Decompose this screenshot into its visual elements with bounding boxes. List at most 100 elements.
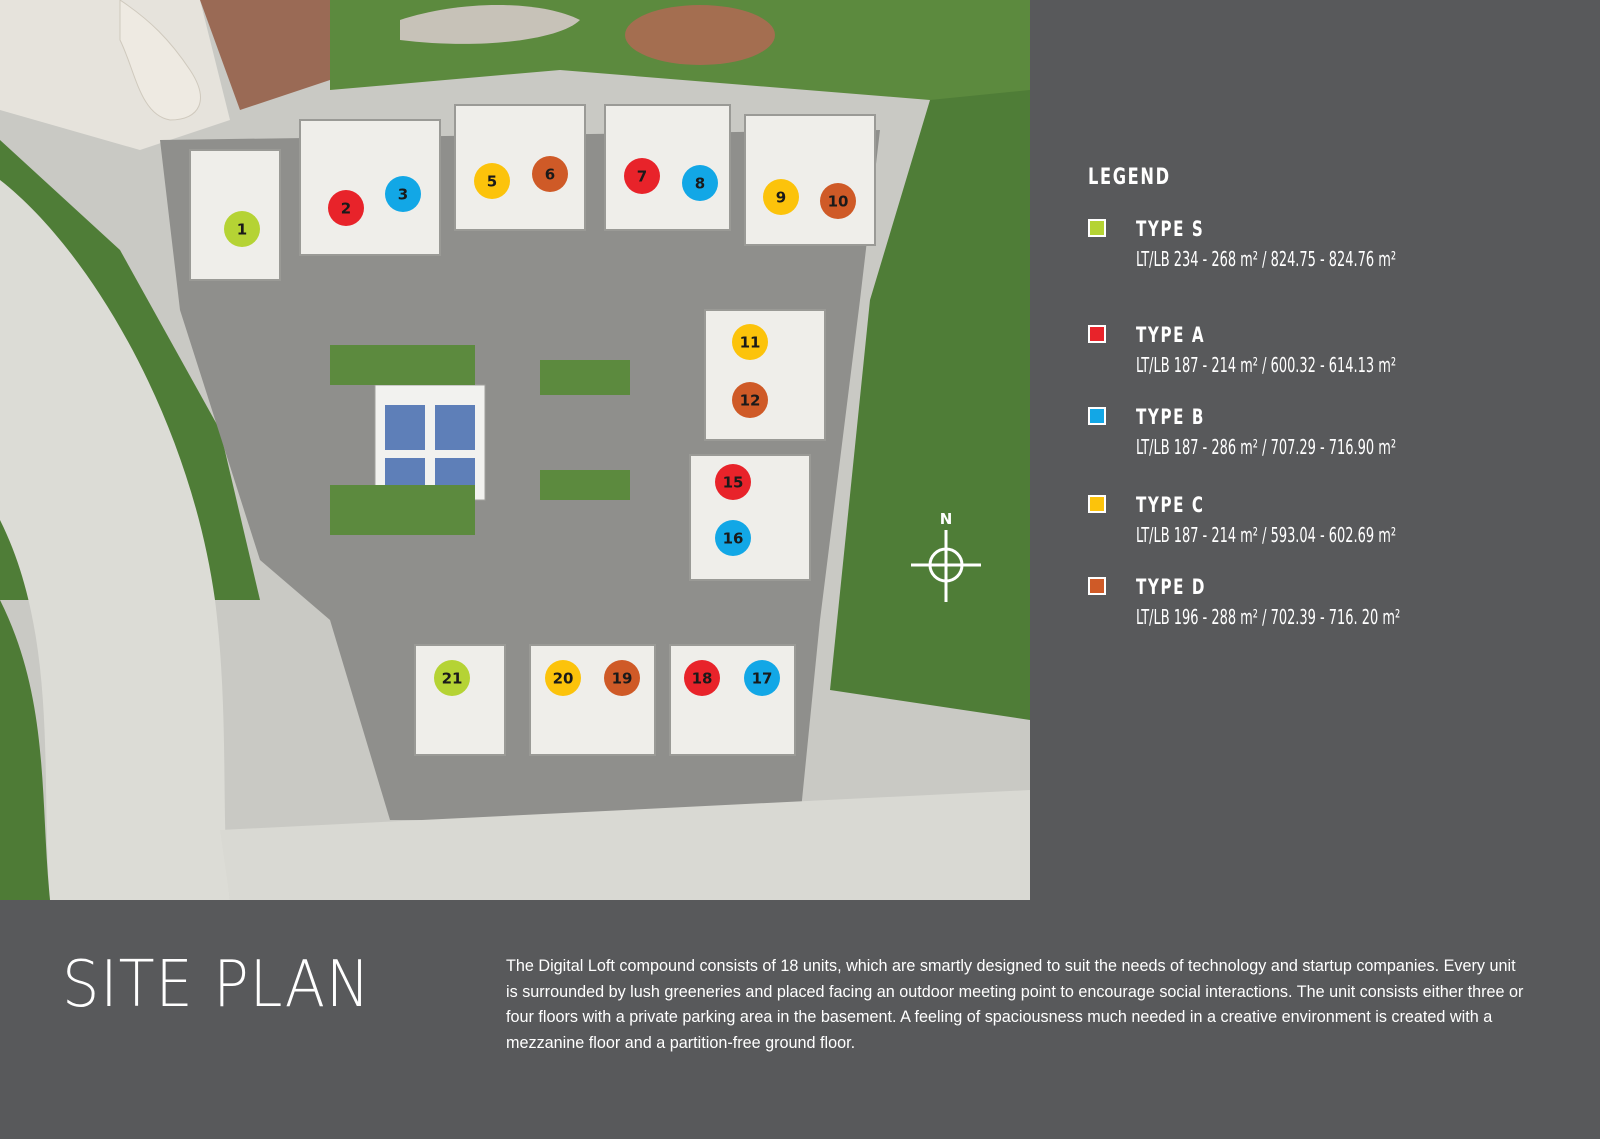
unit-marker: 17 (744, 660, 780, 696)
unit-marker-circle (732, 382, 768, 418)
unit-number-label: 11 (740, 334, 761, 352)
type-a-name: TYPE A (1136, 323, 1206, 347)
unit-marker: 2 (328, 190, 364, 226)
unit-block (689, 454, 811, 581)
type-c-area: LT/LB 187 - 214 m² / 593.04 - 602.69 m² (1136, 523, 1397, 547)
unit-marker-circle (715, 464, 751, 500)
unit-marker: 5 (474, 163, 510, 199)
solar-panel (385, 458, 425, 490)
unit-number-label: 1 (237, 221, 247, 239)
unit-number-label: 16 (723, 530, 744, 548)
unit-marker-circle (820, 183, 856, 219)
type-s-swatch (1088, 219, 1106, 237)
road (0, 180, 230, 900)
type-s-name: TYPE S (1136, 217, 1205, 241)
page-description: The Digital Loft compound consists of 18… (506, 957, 1524, 1052)
unit-marker-circle (224, 211, 260, 247)
type-d-swatch (1088, 577, 1106, 595)
unit-block (704, 309, 826, 441)
type-d-area: LT/LB 196 - 288 m² / 702.39 - 716. 20 m² (1136, 605, 1401, 629)
unit-number-label: 18 (692, 670, 713, 688)
unit-marker-circle (474, 163, 510, 199)
type-c-swatch (1088, 495, 1106, 513)
type-d-name: TYPE D (1136, 575, 1207, 599)
compass-icon (911, 530, 981, 602)
unit-marker-circle (744, 660, 780, 696)
unit-number-label: 9 (776, 189, 786, 207)
unit-marker: 16 (715, 520, 751, 556)
legend-title: LEGEND (1088, 165, 1171, 190)
unit-marker: 15 (715, 464, 751, 500)
type-s-area: LT/LB 234 - 268 m² / 824.75 - 824.76 m² (1136, 247, 1397, 271)
path (400, 5, 580, 44)
page-title: SITE PLAN (62, 948, 371, 1022)
unit-number-label: 8 (695, 175, 705, 193)
unit-marker-circle (328, 190, 364, 226)
lawn (540, 360, 630, 395)
unit-marker: 21 (434, 660, 470, 696)
green-area-bottom-left (0, 600, 50, 900)
solar-panel (435, 405, 475, 450)
unit-marker-circle (385, 176, 421, 212)
unit-marker-circle (434, 660, 470, 696)
lawn (540, 470, 630, 500)
unit-marker-circle (604, 660, 640, 696)
type-a-area: LT/LB 187 - 214 m² / 600.32 - 614.13 m² (1136, 353, 1397, 377)
solar-panel (435, 458, 475, 490)
unit-marker-circle (763, 179, 799, 215)
type-b-swatch (1088, 407, 1106, 425)
unit-number-label: 20 (553, 670, 574, 688)
unit-marker: 7 (624, 158, 660, 194)
unit-block (669, 644, 796, 756)
unit-marker: 9 (763, 179, 799, 215)
type-b-name: TYPE B (1136, 405, 1206, 429)
unit-marker-circle (682, 165, 718, 201)
legend: LEGEND TYPE S LT/LB 234 - 268 m² / 824.7… (1088, 165, 1568, 629)
lawn (330, 345, 475, 385)
unit-marker: 1 (224, 211, 260, 247)
unit-marker: 8 (682, 165, 718, 201)
unit-number-label: 5 (487, 173, 497, 191)
lawn (330, 485, 475, 535)
unit-marker: 12 (732, 382, 768, 418)
unit-marker: 20 (545, 660, 581, 696)
unit-marker-circle (532, 156, 568, 192)
unit-number-label: 6 (545, 166, 555, 184)
type-b-area: LT/LB 187 - 286 m² / 707.29 - 716.90 m² (1136, 435, 1397, 459)
unit-number-label: 15 (723, 474, 744, 492)
unit-marker: 10 (820, 183, 856, 219)
unit-block (744, 114, 876, 246)
unit-number-label: 17 (752, 670, 773, 688)
pavilion-roof (119, 0, 201, 121)
unit-marker-circle (624, 158, 660, 194)
unit-marker-circle (732, 324, 768, 360)
unit-marker-circle (684, 660, 720, 696)
unit-marker: 3 (385, 176, 421, 212)
compass-label: N (940, 510, 953, 528)
unit-number-label: 3 (398, 186, 408, 204)
unit-number-label: 10 (828, 193, 849, 211)
unit-number-label: 2 (341, 200, 351, 218)
unit-marker-circle (715, 520, 751, 556)
unit-block (604, 104, 731, 231)
planter (625, 5, 775, 65)
type-c-name: TYPE C (1136, 493, 1205, 517)
unit-marker: 6 (532, 156, 568, 192)
unit-marker-circle (545, 660, 581, 696)
street (220, 790, 1030, 900)
type-a-swatch (1088, 325, 1106, 343)
unit-block (529, 644, 656, 756)
green-area-right (830, 90, 1030, 720)
unit-block (414, 644, 506, 756)
unit-number-label: 12 (740, 392, 761, 410)
unit-number-label: 21 (442, 670, 463, 688)
unit-marker: 19 (604, 660, 640, 696)
unit-marker: 11 (732, 324, 768, 360)
unit-number-label: 19 (612, 670, 633, 688)
unit-marker: 18 (684, 660, 720, 696)
unit-number-label: 7 (637, 168, 647, 186)
solar-panel (385, 405, 425, 450)
